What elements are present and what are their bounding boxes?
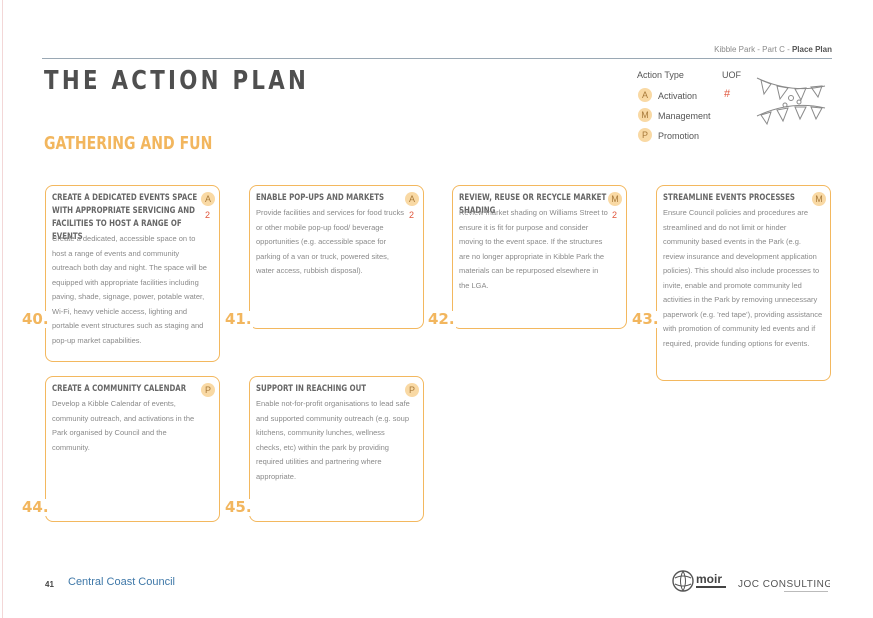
card-title: Review, reuse or recycle market shading <box>459 193 607 216</box>
action-card-45: Support in reaching out P Enable not-for… <box>249 376 424 522</box>
card-body: Review market shading on Williams Street… <box>459 208 608 290</box>
card-title: Create a community calendar <box>52 384 187 394</box>
legend-activation-label: Activation <box>658 91 698 101</box>
action-card-44: Create a community calendar P Develop a … <box>45 376 220 522</box>
header-rule <box>42 58 832 59</box>
action-number-43: 43. <box>631 310 660 328</box>
legend-uof-label: UOF <box>722 70 741 80</box>
joc-consulting-logo: JOC CONSULTING <box>738 576 832 601</box>
page-title: THE ACTION PLAN <box>44 66 310 96</box>
joc-logo-text: JOC CONSULTING <box>738 579 830 590</box>
legend-promotion-label: Promotion <box>658 131 700 141</box>
moir-globe-icon: moir <box>672 570 726 592</box>
uof-value: 2 <box>205 210 211 220</box>
uof-value: 2 <box>612 210 618 220</box>
header-section: Place Plan <box>791 45 832 54</box>
council-name: Central Coast Council <box>68 576 175 588</box>
card-title: Create a dedicated events space with app… <box>52 193 198 242</box>
card-body: Provide facilities and services for food… <box>256 208 404 275</box>
action-card-40: Create a dedicated events space with app… <box>45 185 220 362</box>
action-type-badge: M <box>608 192 622 206</box>
page-number: 41 <box>45 580 54 589</box>
header-doc-title: Kibble Park - Part C - <box>714 45 792 54</box>
action-type-badge: M <box>812 192 826 206</box>
joc-logo-mark: JOC CONSULTING <box>738 579 832 592</box>
section-subtitle: GATHERING AND FUN <box>44 133 213 154</box>
action-type-badge: A <box>201 192 215 206</box>
moir-logo-text: moir <box>696 572 722 586</box>
action-number-41: 41. <box>224 310 253 328</box>
running-header: Kibble Park - Part C - Place Plan <box>714 45 832 54</box>
card-title: Streamline events processes <box>663 193 795 203</box>
action-type-badge: P <box>201 383 215 397</box>
legend-management-label: Management <box>658 111 711 121</box>
action-number-44: 44. <box>21 498 50 516</box>
card-body: Enable not-for-profit organisations to l… <box>256 399 410 481</box>
action-number-45: 45. <box>224 498 253 516</box>
action-number-40: 40. <box>21 310 50 328</box>
action-card-42: Review, reuse or recycle market shading … <box>452 185 627 329</box>
card-title: Support in reaching out <box>256 384 367 394</box>
action-type-badge: P <box>405 383 419 397</box>
legend-promotion-badge: P <box>638 128 652 142</box>
bunting-icon <box>756 77 826 126</box>
legend-activation-badge: A <box>638 88 652 102</box>
legend-uof-symbol: # <box>724 88 731 100</box>
card-body: Develop a Kibble Calendar of events, com… <box>52 399 195 452</box>
moir-logo: moir <box>672 568 732 599</box>
legend-management-badge: M <box>638 108 652 122</box>
action-number-42: 42. <box>427 310 456 328</box>
action-card-43: Streamline events processes M Ensure Cou… <box>656 185 831 381</box>
page-edge-line <box>2 0 3 618</box>
action-type-badge: A <box>405 192 419 206</box>
card-body: Ensure Council policies and procedures a… <box>663 208 823 348</box>
uof-value: 2 <box>409 210 415 220</box>
legend-action-type-label: Action Type <box>637 70 684 80</box>
card-body: Create a dedicated, accessible space on … <box>52 234 207 345</box>
